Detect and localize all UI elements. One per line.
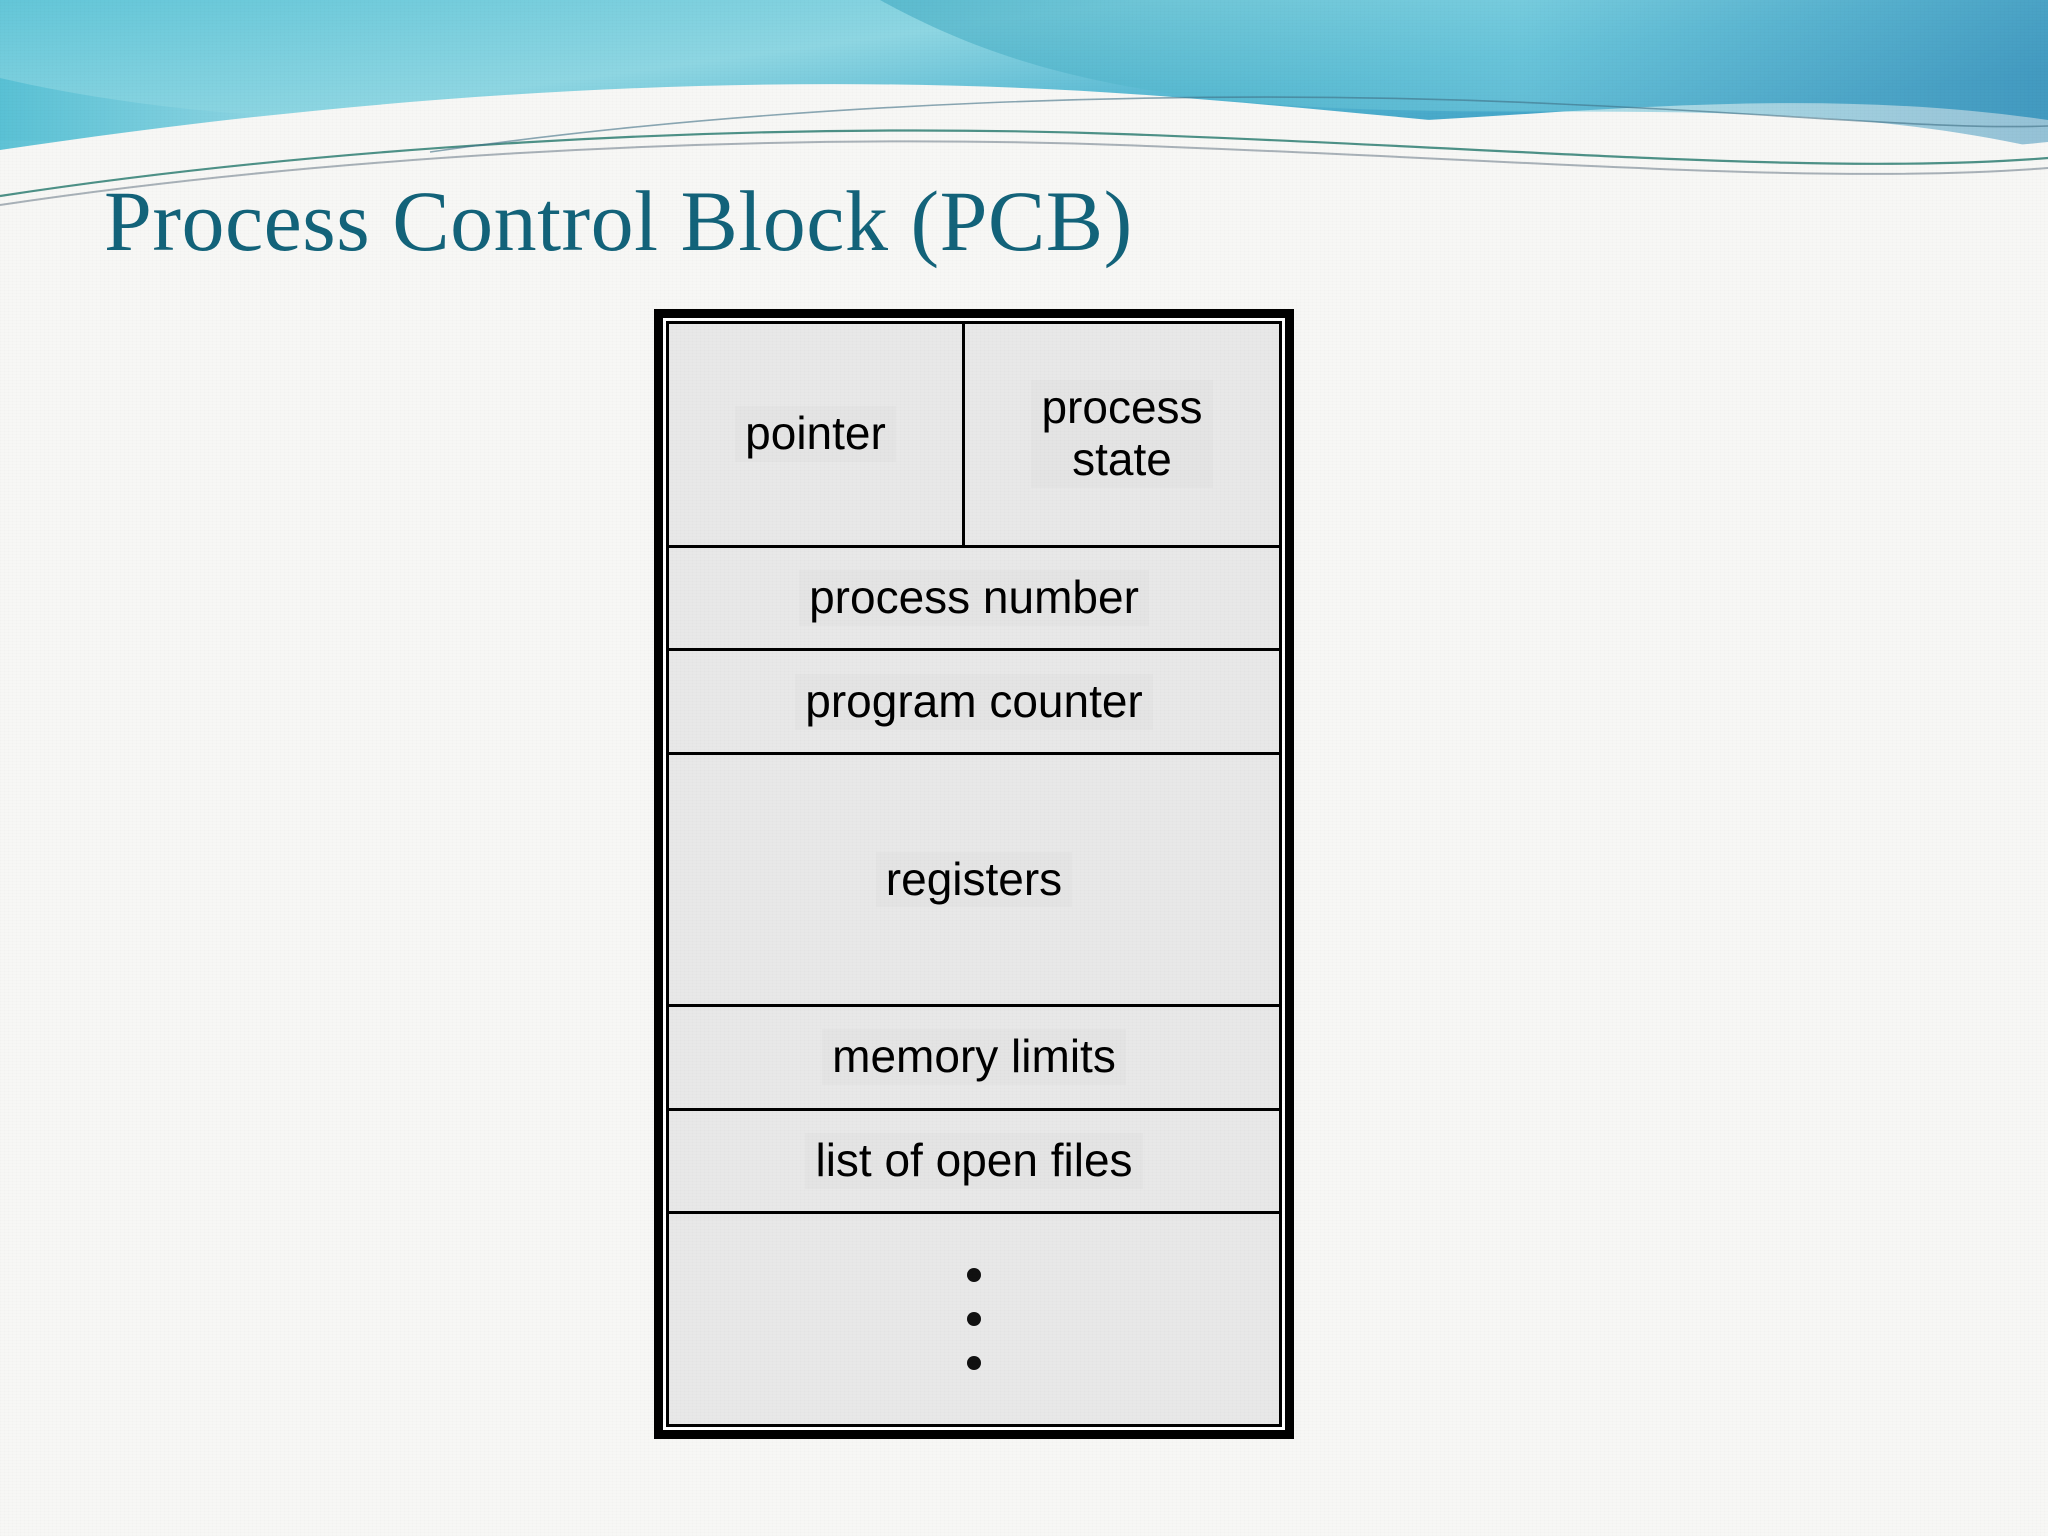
pcb-table: pointer process state process number [666, 321, 1282, 1427]
ellipsis-dot [967, 1268, 981, 1283]
process-control-block-diagram: pointer process state process number [654, 309, 1294, 1439]
pcb-cell-list-of-open-files: list of open files [669, 1110, 1279, 1215]
pcb-cell-program-counter-label: program counter [805, 674, 1143, 727]
ellipsis-dot [967, 1356, 981, 1371]
pcb-cell-ellipsis [669, 1214, 1279, 1424]
pcb-cell-process-number: process number [669, 547, 1279, 652]
pcb-cell-process-number-label: process number [809, 571, 1139, 624]
pcb-cell-memory-limits-label: memory limits [832, 1030, 1116, 1083]
pcb-cell-pointer: pointer [669, 324, 962, 545]
vertical-ellipsis-icon [669, 1214, 1279, 1424]
decorative-wave-banner [0, 0, 2048, 220]
process-state-line-1: process [1041, 381, 1203, 434]
ellipsis-dot [967, 1312, 981, 1327]
pcb-border-gap: pointer process state process number [663, 318, 1285, 1430]
pcb-cell-program-counter: program counter [669, 651, 1279, 756]
pcb-cell-process-state-label: process state [1031, 380, 1212, 488]
pcb-cell-registers-label: registers [885, 852, 1063, 905]
process-state-line-2: state [1072, 433, 1172, 486]
pcb-cell-process-state: process state [962, 324, 1279, 545]
page-title: Process Control Block (PCB) [104, 173, 1133, 269]
pcb-cell-pointer-label: pointer [745, 407, 886, 460]
table-row: pointer process state [669, 324, 1279, 548]
pcb-cell-list-of-open-files-label: list of open files [815, 1134, 1133, 1186]
pcb-cell-registers: registers [669, 755, 1279, 1007]
pcb-cell-memory-limits: memory limits [669, 1006, 1279, 1111]
